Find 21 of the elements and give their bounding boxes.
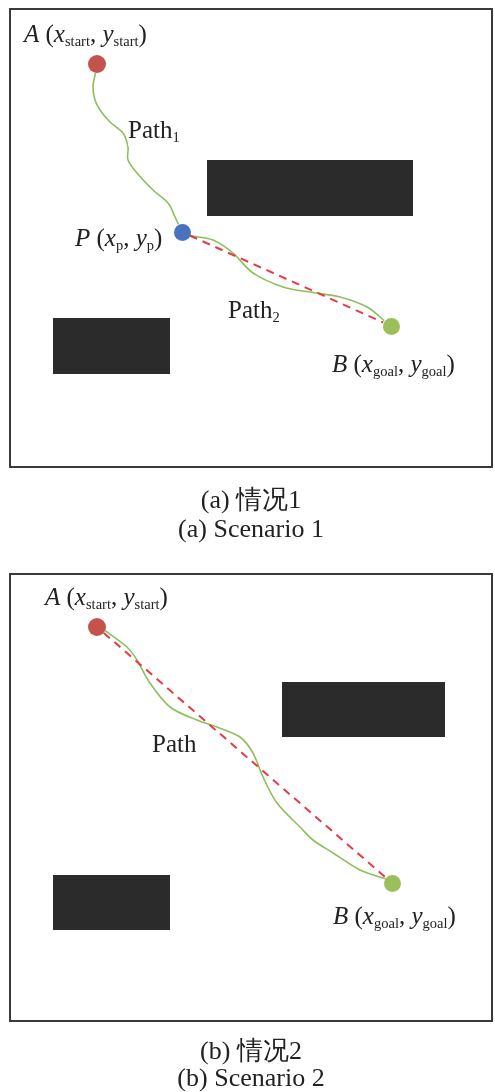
point-coordinate-label: A (x$_{start}$, y$_{start}$)	[45, 582, 168, 613]
goal-point-marker	[382, 317, 400, 335]
obstacle-block	[282, 682, 445, 737]
point-coordinate-label: B (x$_{goal}$, y$_{goal}$)	[333, 901, 456, 932]
point-coordinate-label: A (x$_{start}$, y$_{start}$)	[24, 19, 147, 50]
panel-caption: (b) Scenario 2	[177, 1063, 325, 1092]
point-coordinate-label: P (x$_{p}$, y$_{p}$)	[75, 223, 163, 254]
panel-caption: (a) 情况1	[200, 485, 302, 514]
panel-frame	[9, 8, 493, 468]
obstacle-block	[207, 160, 413, 216]
panel-caption: (a) Scenario 1	[178, 514, 324, 543]
panel-frame	[9, 573, 493, 1022]
obstacle-block	[53, 875, 170, 930]
panel-caption: (b) 情况2	[200, 1036, 302, 1065]
start-point-marker	[88, 55, 106, 73]
path-curve	[92, 72, 180, 226]
goal-point-marker	[383, 874, 401, 892]
obstacle-block	[53, 318, 170, 374]
waypoint-marker	[173, 223, 191, 241]
point-coordinate-label: B (x$_{goal}$, y$_{goal}$)	[332, 349, 455, 380]
start-point-marker	[88, 618, 106, 636]
